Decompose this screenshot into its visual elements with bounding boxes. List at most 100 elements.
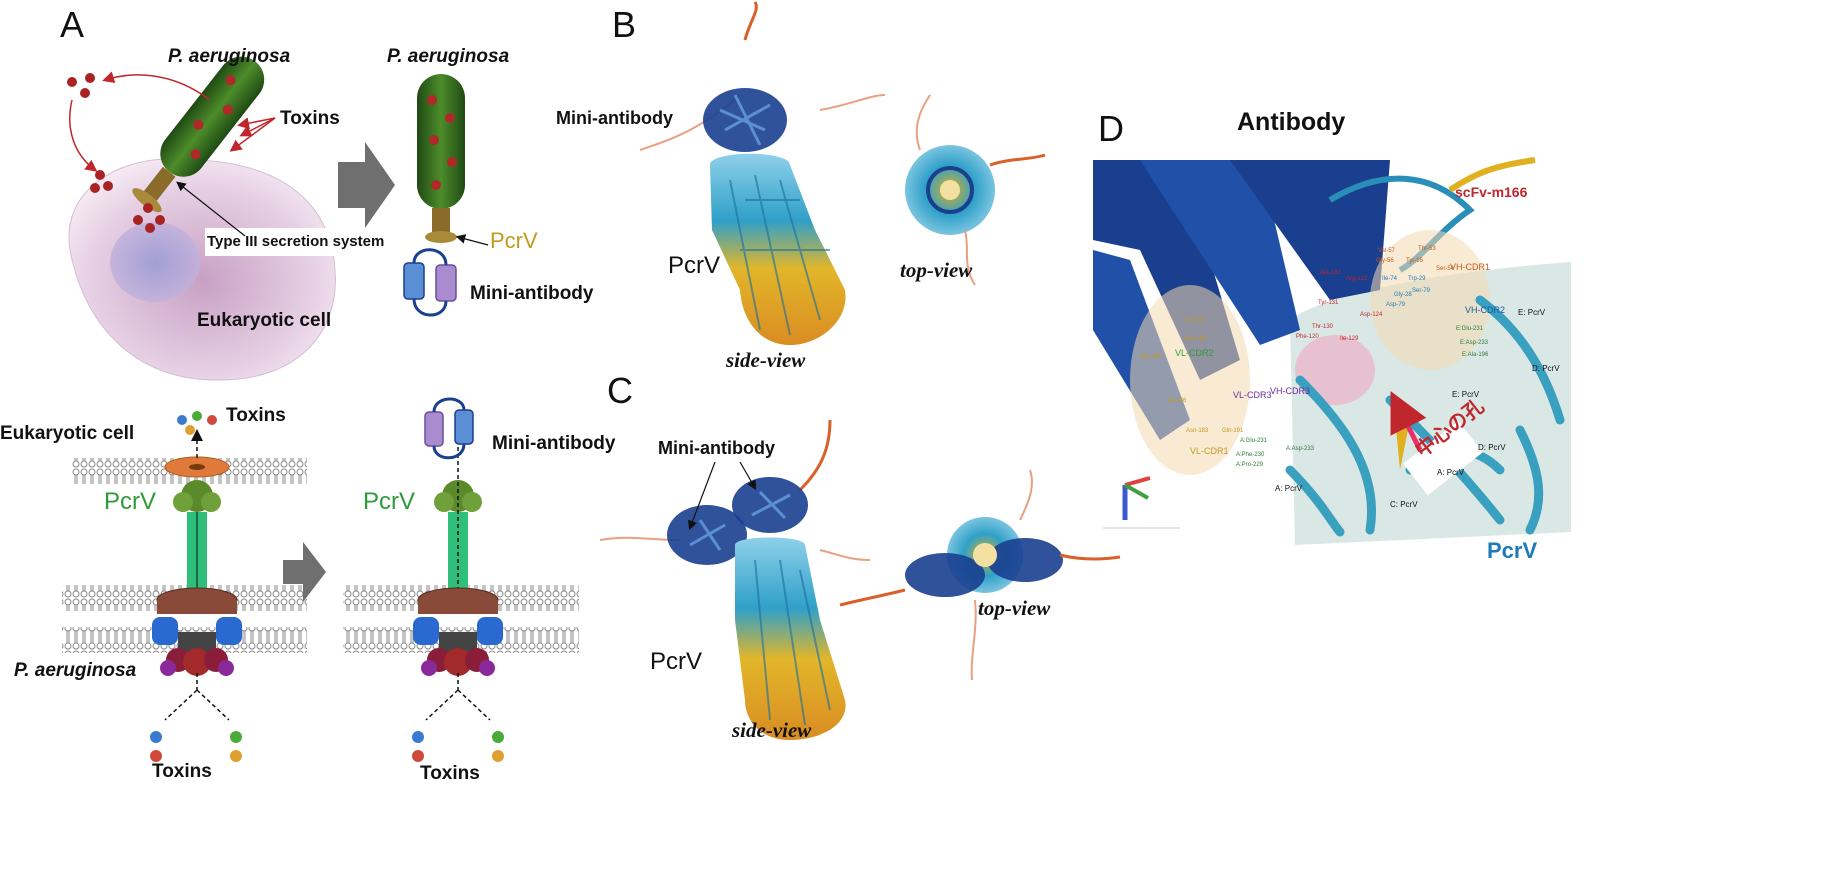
toxin-dots-lower-right bbox=[412, 731, 504, 762]
d-chain-label: D: PcrV bbox=[1532, 364, 1560, 373]
d-residue-label: A:Pro-229 bbox=[1236, 462, 1264, 468]
a-pcrv-label-lower-right: PcrV bbox=[363, 488, 416, 515]
d-residue-label: Arg-122 bbox=[1346, 276, 1368, 282]
d-title: Antibody bbox=[1237, 108, 1346, 136]
d-cdr-label: VL-CDR1 bbox=[1190, 446, 1229, 456]
a-eukaryotic-cell-label-lower: Eukaryotic cell bbox=[0, 423, 135, 444]
d-cdr-label: VL-CDR2 bbox=[1175, 348, 1214, 358]
d-residue-label: Gly-56 bbox=[1376, 258, 1394, 264]
panel-c-letter: C bbox=[607, 370, 633, 411]
a-toxins-label-upper: Toxins bbox=[280, 108, 340, 129]
d-cdr-label: VH-CDR2 bbox=[1465, 305, 1506, 315]
d-vl-cdr-halo bbox=[1130, 285, 1250, 475]
a-toxins-label-lower-right: Toxins bbox=[420, 763, 480, 784]
d-residue-label: Ile-74 bbox=[1382, 276, 1398, 282]
panel-b-letter: B bbox=[612, 4, 637, 45]
c-side-view-label: side-view bbox=[732, 718, 812, 742]
panel-c-structure bbox=[599, 419, 1121, 740]
d-chain-label: D: PcrV bbox=[1478, 443, 1506, 452]
b-side-view-label: side-view bbox=[726, 348, 806, 372]
b-pcrv-label: PcrV bbox=[668, 252, 721, 279]
transition-arrow-lower bbox=[283, 542, 326, 602]
d-residue-label: Leu-184 bbox=[1184, 336, 1207, 342]
d-vh-cdr-halo bbox=[1370, 230, 1490, 370]
a-pcrv-label-upper: PcrV bbox=[490, 228, 538, 253]
toxin-pointer-1 bbox=[237, 117, 276, 130]
d-cdr-label: VH-CDR3 bbox=[1270, 386, 1311, 396]
d-chain-label: E: PcrV bbox=[1518, 308, 1546, 317]
d-residue-label: Tyr-131 bbox=[1318, 300, 1339, 306]
d-pore-label-box bbox=[1403, 420, 1483, 496]
panel-d-structure bbox=[1093, 157, 1571, 545]
panel-a-lower bbox=[62, 397, 579, 762]
eukaryotic-cell-shape bbox=[68, 158, 336, 381]
d-residue-label: Ser-54 bbox=[1436, 266, 1455, 272]
d-residue-label: Thr-180 bbox=[1184, 318, 1206, 324]
d-residue-label: Gln-191 bbox=[1222, 428, 1244, 434]
a-mini-antibody-label-upper: Mini-antibody bbox=[470, 283, 594, 304]
d-residue-label: Ile-129 bbox=[1340, 336, 1359, 342]
a-toxins-label-lower-left: Toxins bbox=[152, 761, 212, 782]
toxin-dots-upper bbox=[67, 73, 165, 233]
toxin-arrow-2 bbox=[69, 99, 98, 172]
d-residue-label: Trp-29 bbox=[1408, 276, 1426, 282]
toxin-pointer-2 bbox=[239, 117, 276, 137]
bacterium-upper-right bbox=[417, 74, 465, 243]
c-pcrv-label: PcrV bbox=[650, 648, 703, 675]
d-chain-label: C: PcrV bbox=[1390, 500, 1418, 509]
d-chain-label: A: PcrV bbox=[1275, 484, 1303, 493]
d-residue-label: Asp-124 bbox=[1360, 312, 1383, 318]
d-pore-arrow bbox=[1390, 391, 1428, 462]
a-pcrv-label-lower-left: PcrV bbox=[104, 488, 157, 515]
d-residue-label: Asn-183 bbox=[1186, 428, 1209, 434]
panel-a-upper bbox=[67, 56, 489, 381]
a-pathogen-label-left: P. aeruginosa bbox=[168, 46, 291, 67]
toxin-dots-lower-left bbox=[150, 731, 242, 762]
a-t3ss-label: Type III secretion system bbox=[207, 233, 385, 250]
a-toxins-label-lower-top: Toxins bbox=[226, 405, 286, 426]
d-chain-label: A: PcrV bbox=[1437, 468, 1465, 477]
b-mini-antibody-label: Mini-antibody bbox=[556, 108, 673, 128]
d-residue-label: Gly-28 bbox=[1394, 292, 1412, 298]
d-scfv-label: scFv-m166 bbox=[1455, 184, 1528, 200]
d-residue-label: Arg-185 bbox=[1140, 354, 1162, 360]
d-residue-label: E:Glu-231 bbox=[1456, 326, 1484, 332]
d-residue-label: A:Glu-231 bbox=[1240, 438, 1268, 444]
d-residue-label: Tyr-55 bbox=[1406, 258, 1424, 264]
d-residue-label: Ile-186 bbox=[1168, 398, 1187, 404]
d-residue-label: Ala-132 bbox=[1320, 270, 1341, 276]
a-mini-antibody-label-lower: Mini-antibody bbox=[492, 433, 616, 454]
c-top-view-label: top-view bbox=[978, 596, 1051, 620]
d-residue-label: Thr-53 bbox=[1418, 246, 1436, 252]
bacterium-upper-left bbox=[132, 56, 265, 213]
c-mini-antibody-label: Mini-antibody bbox=[658, 438, 775, 458]
d-residue-label: A:Phe-230 bbox=[1236, 452, 1265, 458]
t3ss-machine-left bbox=[152, 429, 242, 721]
d-residue-label: A:Asp-233 bbox=[1286, 446, 1315, 452]
t3ss-arrow bbox=[176, 181, 246, 237]
d-residue-label: E:Asp-233 bbox=[1460, 340, 1489, 346]
a-pathogen-label-right: P. aeruginosa bbox=[387, 46, 510, 67]
d-residue-label: Phe-120 bbox=[1296, 334, 1319, 340]
toxin-arrow-1 bbox=[102, 71, 211, 101]
d-axis-indicator bbox=[1103, 476, 1180, 529]
d-residue-label: Ser-79 bbox=[1412, 288, 1431, 294]
panel-a-letter: A bbox=[60, 4, 85, 45]
toxin-dots-lower-top bbox=[177, 411, 217, 435]
d-residue-label: Asp-79 bbox=[1386, 302, 1406, 308]
cell-nucleus bbox=[110, 222, 200, 302]
d-pcrv-label: PcrV bbox=[1487, 538, 1538, 563]
d-cdr3-halo bbox=[1295, 335, 1375, 405]
d-residue-label: E:Ala-196 bbox=[1462, 352, 1489, 358]
transition-arrow-upper bbox=[338, 142, 395, 228]
a-pathogen-label-lower: P. aeruginosa bbox=[14, 660, 137, 681]
d-residue-label: Val-57 bbox=[1378, 248, 1395, 254]
pcrv-pointer bbox=[455, 234, 489, 246]
t3ss-machine-right bbox=[413, 397, 503, 721]
mini-antibody-glyph-upper bbox=[403, 248, 457, 317]
a-eukaryotic-cell-label-upper: Eukaryotic cell bbox=[197, 310, 332, 331]
d-chain-label: E: PcrV bbox=[1452, 390, 1480, 399]
d-residue-label: Thr-130 bbox=[1312, 324, 1334, 330]
toxin-pointer-3 bbox=[229, 117, 276, 152]
